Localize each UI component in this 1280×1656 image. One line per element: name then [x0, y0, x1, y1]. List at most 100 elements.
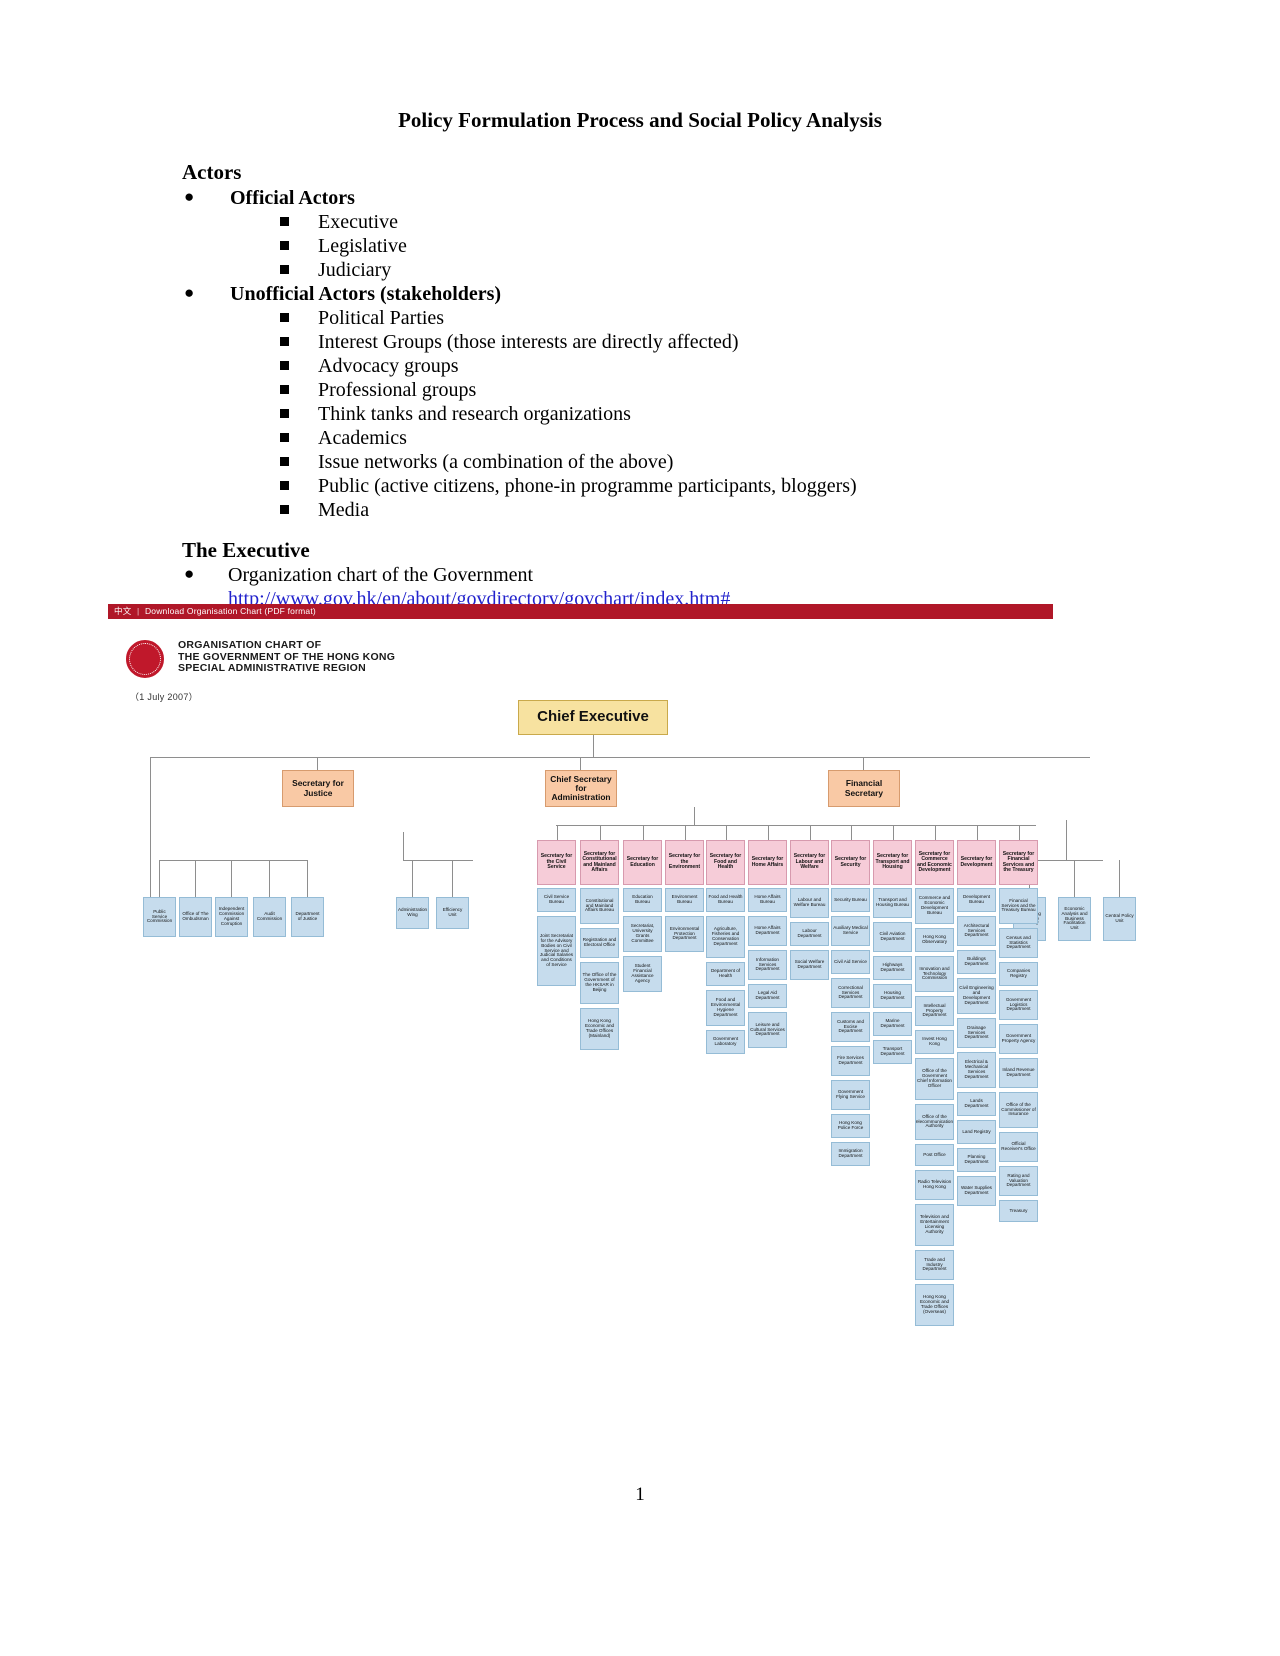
box-department-11-8[interactable]: Rating and Valuation Department [999, 1166, 1038, 1196]
box-department-9-4[interactable]: Invest Hong Kong [915, 1030, 954, 1054]
box-department-4-3[interactable]: Food and Environmental Hygiene Departmen… [706, 990, 745, 1026]
box-department-1-2[interactable]: The Office of the Government of the HKSA… [580, 962, 619, 1004]
box-department-7-7[interactable]: Hong Kong Police Force [831, 1114, 870, 1138]
box-department-4-2[interactable]: Department of Health [706, 962, 745, 986]
box-department-9-3[interactable]: Intellectual Property Department [915, 996, 954, 1026]
box-department-9-9[interactable]: Television and Entertainment Licensing A… [915, 1204, 954, 1246]
box-department-10-0[interactable]: Development Bureau [957, 888, 996, 912]
box-department-7-8[interactable]: Immigration Department [831, 1142, 870, 1166]
box-department-2-2[interactable]: Student Financial Assistance Agency [623, 956, 662, 992]
box-secretary-1[interactable]: Chief Secretary for Administration [545, 770, 617, 807]
box-department-11-0[interactable]: Financial Services and the Treasury Bure… [999, 888, 1038, 924]
box-bureau-9[interactable]: Secretary for Commerce and Economic Deve… [915, 840, 954, 885]
box-department-6-0[interactable]: Labour and Welfare Bureau [790, 888, 829, 918]
box-department-9-1[interactable]: Hong Kong Observatory [915, 928, 954, 952]
box-independent-unit-1[interactable]: Office of The Ombudsman [179, 897, 212, 937]
box-department-11-3[interactable]: Government Logistics Department [999, 990, 1038, 1020]
box-department-7-6[interactable]: Government Flying Service [831, 1080, 870, 1110]
box-department-1-1[interactable]: Registration and Electoral Office [580, 928, 619, 958]
box-cs-unit-1[interactable]: Efficiency Unit [436, 897, 469, 929]
box-bureau-10[interactable]: Secretary for Development [957, 840, 996, 885]
box-department-9-2[interactable]: Innovation and Technology Commission [915, 956, 954, 992]
box-bureau-3[interactable]: Secretary for the Environment [665, 840, 704, 885]
box-bureau-2[interactable]: Secretary for Education [623, 840, 662, 885]
box-chief-executive[interactable]: Chief Executive [518, 700, 668, 735]
box-department-6-2[interactable]: Social Welfare Department [790, 950, 829, 980]
box-department-8-3[interactable]: Housing Department [873, 984, 912, 1008]
box-department-7-4[interactable]: Customs and Excise Department [831, 1012, 870, 1042]
box-department-11-1[interactable]: Census and Statistics Department [999, 928, 1038, 958]
box-bureau-7[interactable]: Secretary for Security [831, 840, 870, 885]
box-department-11-2[interactable]: Companies Registry [999, 962, 1038, 986]
box-department-10-6[interactable]: Lands Department [957, 1092, 996, 1116]
box-department-8-2[interactable]: Highways Department [873, 956, 912, 980]
box-department-9-6[interactable]: Office of the Telecommunications Authori… [915, 1104, 954, 1140]
box-department-7-5[interactable]: Fire Services Department [831, 1046, 870, 1076]
box-department-11-4[interactable]: Government Property Agency [999, 1024, 1038, 1054]
box-department-7-3[interactable]: Correctional Services Department [831, 978, 870, 1008]
box-department-0-1[interactable]: Joint Secretariat for the Advisory Bodie… [537, 916, 576, 986]
box-department-5-3[interactable]: Legal Aid Department [748, 984, 787, 1008]
box-department-7-1[interactable]: Auxiliary Medical Service [831, 916, 870, 946]
box-bureau-4[interactable]: Secretary for Food and Health [706, 840, 745, 885]
box-department-11-9[interactable]: Treasury [999, 1200, 1038, 1222]
box-department-9-8[interactable]: Radio Television Hong Kong [915, 1170, 954, 1200]
box-department-8-1[interactable]: Civil Aviation Department [873, 922, 912, 952]
box-cs-unit-0[interactable]: Administration Wing [396, 897, 429, 929]
box-independent-unit-0[interactable]: Public Service Commission [143, 897, 176, 937]
box-department-10-5[interactable]: Electrical & Mechanical Services Departm… [957, 1052, 996, 1088]
box-department-9-5[interactable]: Office of the Government Chief Informati… [915, 1058, 954, 1100]
box-department-10-7[interactable]: Land Registry [957, 1120, 996, 1144]
box-department-6-1[interactable]: Labour Department [790, 922, 829, 946]
box-department-5-1[interactable]: Home Affairs Department [748, 916, 787, 946]
box-department-8-5[interactable]: Transport Department [873, 1040, 912, 1064]
box-department-9-10[interactable]: Trade and Industry Department [915, 1250, 954, 1280]
box-department-0-0[interactable]: Civil Service Bureau [537, 888, 576, 912]
box-bureau-0[interactable]: Secretary for the Civil Service [537, 840, 576, 885]
box-department-7-0[interactable]: Security Bureau [831, 888, 870, 912]
box-department-5-0[interactable]: Home Affairs Bureau [748, 888, 787, 912]
box-secretary-0[interactable]: Secretary for Justice [282, 770, 354, 807]
box-department-11-5[interactable]: Inland Revenue Department [999, 1058, 1038, 1088]
box-department-10-1[interactable]: Architectural Services Department [957, 916, 996, 946]
box-department-10-8[interactable]: Planning Department [957, 1148, 996, 1172]
box-department-1-0[interactable]: Constitutional and Mainland Affairs Bure… [580, 888, 619, 924]
box-department-7-2[interactable]: Civil Aid Service [831, 950, 870, 974]
actor-item-label: Academics [318, 427, 407, 449]
box-department-8-4[interactable]: Marine Department [873, 1012, 912, 1036]
box-department-9-7[interactable]: Post Office [915, 1144, 954, 1166]
box-bureau-1[interactable]: Secretary for Constitutional and Mainlan… [580, 840, 619, 885]
box-department-4-0[interactable]: Food and Health Bureau [706, 888, 745, 912]
chinese-language-link[interactable]: 中文 [114, 606, 132, 616]
box-bureau-5[interactable]: Secretary for Home Affairs [748, 840, 787, 885]
box-independent-unit-4[interactable]: Department of Justice [291, 897, 324, 937]
list-item: ●Unofficial Actors (stakeholders)Politic… [182, 282, 1082, 522]
box-bureau-8[interactable]: Secretary for Transport and Housing [873, 840, 912, 885]
box-independent-unit-3[interactable]: Audit Commission [253, 897, 286, 937]
box-department-8-0[interactable]: Transport and Housing Bureau [873, 888, 912, 918]
box-department-10-4[interactable]: Drainage Services Department [957, 1018, 996, 1048]
box-department-10-9[interactable]: Water Supplies Department [957, 1176, 996, 1206]
box-department-2-1[interactable]: Secretariat, University Grants Committee [623, 916, 662, 952]
box-department-5-4[interactable]: Leisure and Cultural Services Department [748, 1012, 787, 1048]
box-department-5-2[interactable]: Information Services Department [748, 950, 787, 980]
download-pdf-link[interactable]: Download Organisation Chart (PDF format) [144, 606, 316, 616]
box-bureau-11[interactable]: Secretary for Financial Services and the… [999, 840, 1038, 885]
box-department-2-0[interactable]: Education Bureau [623, 888, 662, 912]
box-department-4-4[interactable]: Government Laboratory [706, 1030, 745, 1054]
box-department-10-2[interactable]: Buildings Department [957, 950, 996, 974]
box-department-3-1[interactable]: Environmental Protection Department [665, 916, 704, 952]
box-bureau-6[interactable]: Secretary for Labour and Welfare [790, 840, 829, 885]
box-independent-unit-2[interactable]: Independent Commission Against Corruptio… [215, 897, 248, 937]
box-fs-unit-1[interactable]: Economic Analysis and Business Facilitat… [1058, 897, 1091, 941]
box-department-10-3[interactable]: Civil Engineering and Development Depart… [957, 978, 996, 1014]
box-department-9-11[interactable]: Hong Kong Economic and Trade Offices (Ov… [915, 1284, 954, 1326]
box-department-11-7[interactable]: Official Receiver's Office [999, 1132, 1038, 1162]
box-department-3-0[interactable]: Environment Bureau [665, 888, 704, 912]
box-department-9-0[interactable]: Commerce and Economic Development Bureau [915, 888, 954, 924]
box-department-1-3[interactable]: Hong Kong Economic and Trade Offices (Ma… [580, 1008, 619, 1050]
box-secretary-2[interactable]: Financial Secretary [828, 770, 900, 807]
box-department-11-6[interactable]: Office of the Commissioner of Insurance [999, 1092, 1038, 1128]
box-department-4-1[interactable]: Agriculture, Fisheries and Conservation … [706, 916, 745, 958]
box-fs-unit-2[interactable]: Central Policy Unit [1103, 897, 1136, 941]
